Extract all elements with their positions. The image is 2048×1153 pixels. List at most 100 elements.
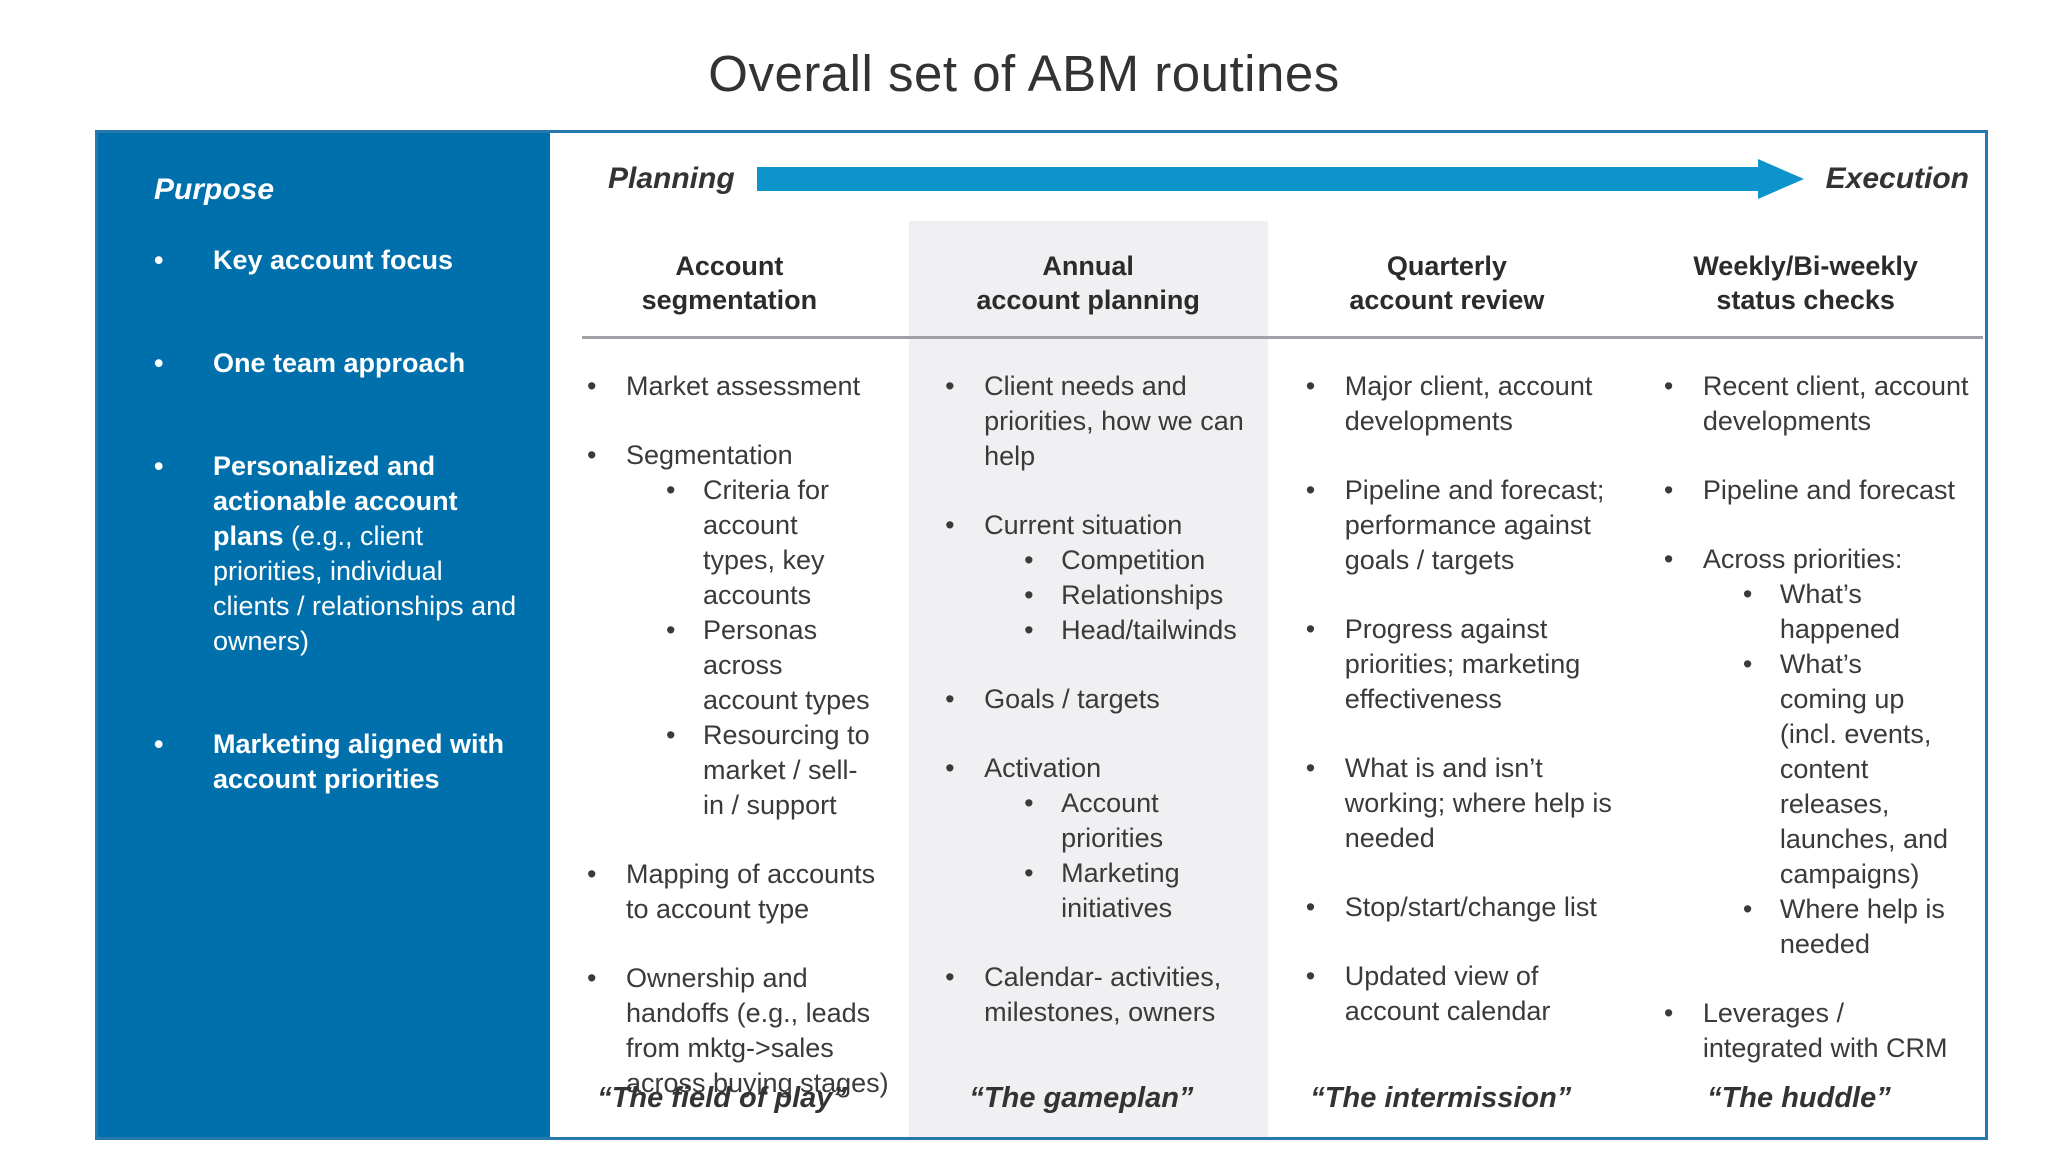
purpose-panel: Purpose Key account focus One team appro… <box>98 133 550 1137</box>
bullet-text: Mapping of accounts to account type <box>626 859 876 924</box>
bullet-text: Goals / targets <box>984 684 1160 714</box>
purpose-bullet: Key account focus <box>152 243 522 278</box>
bullet-item: Stop/start/change list <box>1269 890 1613 925</box>
sub-bullet-text: Criteria for account types, key accounts <box>703 475 830 610</box>
header-line: account planning <box>976 285 1200 315</box>
bullet-item: Pipeline and forecast <box>1627 473 1971 508</box>
header-line: Annual <box>1042 251 1134 281</box>
arrow-bar <box>756 167 1758 191</box>
sub-bullet-text: Where help is needed <box>1779 894 1945 959</box>
purpose-bullet-text: Marketing aligned with account prioritie… <box>213 729 505 794</box>
bullet-text: Stop/start/change list <box>1344 892 1597 922</box>
sub-bullet-text: What’s happened <box>1779 579 1900 644</box>
bullet-item: Activation Account priorities Marketing … <box>908 751 1255 926</box>
bullet-list: Market assessment Segmentation Criteria … <box>550 369 894 1101</box>
bullet-text: Across priorities: <box>1702 544 1903 574</box>
sub-bullet-text: Head/tailwinds <box>1061 615 1237 645</box>
bullet-text: Calendar- activities, milestones, owners <box>984 962 1222 1027</box>
sub-bullet-item: Criteria for account types, key accounts <box>626 473 894 613</box>
bullet-text: Pipeline and forecast <box>1702 475 1956 505</box>
bullet-item: Across priorities: What’s happened What’… <box>1627 542 1971 962</box>
purpose-heading: Purpose <box>154 173 275 206</box>
sub-bullet-list: Criteria for account types, key accounts… <box>626 473 894 823</box>
sub-bullet-text: Resourcing to market / sell-in / support <box>703 720 870 820</box>
column-header-annual-account-planning: Annual account planning <box>909 249 1268 317</box>
purpose-bullet: Personalized and actionable account plan… <box>152 449 522 659</box>
bullet-text: What is and isn’t working; where help is… <box>1344 753 1612 853</box>
column-header-weekly-status-checks: Weekly/Bi-weekly status checks <box>1626 249 1985 317</box>
header-line: segmentation <box>641 285 818 315</box>
column-weekly-status-checks: Recent client, account developments Pipe… <box>1627 369 1985 1137</box>
sub-bullet-list: What’s happened What’s coming up (incl. … <box>1703 577 1971 962</box>
purpose-bullet: Marketing aligned with account prioritie… <box>152 727 522 797</box>
bullet-item: Pipeline and forecast; performance again… <box>1269 473 1613 578</box>
header-line: account review <box>1349 285 1545 315</box>
column-annual-account-planning: Client needs and priorities, how we can … <box>908 369 1269 1137</box>
column-quote: “The gameplan” <box>969 1082 1194 1114</box>
bullet-text: Recent client, account developments <box>1702 371 1969 436</box>
bullet-text: Pipeline and forecast; performance again… <box>1344 475 1605 575</box>
purpose-bullet-text: Personalized and actionable account plan… <box>213 451 458 551</box>
sub-bullet-text: Account priorities <box>1061 788 1164 853</box>
bullet-item: Market assessment <box>550 369 894 404</box>
sub-bullet-item: Head/tailwinds <box>984 613 1255 648</box>
sub-bullet-text: Marketing initiatives <box>1061 858 1180 923</box>
bullet-item: Calendar- activities, milestones, owners <box>908 960 1255 1030</box>
bullet-item: Leverages / integrated with CRM <box>1627 996 1971 1066</box>
purpose-bullet-text: Key account focus <box>213 245 454 275</box>
bullet-item: Current situation Competition Relationsh… <box>908 508 1255 648</box>
sub-bullet-item: Account priorities <box>984 786 1255 856</box>
purpose-bullet-text: One team approach <box>213 348 466 378</box>
bullet-item: Goals / targets <box>908 682 1255 717</box>
sub-bullet-text: What’s coming up (incl. events, content … <box>1779 649 1948 889</box>
column-quote: “The intermission” <box>1310 1082 1572 1114</box>
header-divider-line <box>582 336 1983 339</box>
sub-bullet-item: What’s coming up (incl. events, content … <box>1703 647 1971 892</box>
bullet-item: Recent client, account developments <box>1627 369 1971 439</box>
sub-bullet-text: Personas across account types <box>703 615 870 715</box>
bullet-item: Segmentation Criteria for account types,… <box>550 438 894 823</box>
bullet-text: Major client, account developments <box>1344 371 1593 436</box>
bullet-text: Leverages / integrated with CRM <box>1702 998 1948 1063</box>
bullet-item: Mapping of accounts to account type <box>550 857 894 927</box>
sub-bullet-item: Personas across account types <box>626 613 894 718</box>
sub-bullet-text: Competition <box>1061 545 1206 575</box>
bullet-item: Progress against priorities; marketing e… <box>1269 612 1613 717</box>
purpose-bullet-detail: (e.g., client priorities, individual cli… <box>213 521 517 656</box>
bullet-item: Updated view of account calendar <box>1269 959 1613 1029</box>
header-line: status checks <box>1716 285 1895 315</box>
sub-bullet-item: Where help is needed <box>1703 892 1971 962</box>
sub-bullet-item: Competition <box>984 543 1255 578</box>
purpose-bullet: One team approach <box>152 346 522 381</box>
bullet-text: Current situation <box>984 510 1183 540</box>
purpose-bullet-list: Key account focus One team approach Pers… <box>152 243 522 797</box>
column-quote: “The huddle” <box>1707 1082 1891 1114</box>
sub-bullet-list: Account priorities Marketing initiatives <box>984 786 1255 926</box>
bullet-text: Updated view of account calendar <box>1344 961 1551 1026</box>
bullet-text: Ownership and handoffs (e.g., leads from… <box>626 963 889 1098</box>
routines-columns-area: Planning Execution Account segmentation … <box>550 133 1985 1137</box>
sub-bullet-list: Competition Relationships Head/tailwinds <box>984 543 1255 648</box>
column-account-segmentation: Market assessment Segmentation Criteria … <box>550 369 908 1137</box>
sub-bullet-item: Resourcing to market / sell-in / support <box>626 718 894 823</box>
sub-bullet-text: Relationships <box>1061 580 1224 610</box>
bullet-item: Major client, account developments <box>1269 369 1613 439</box>
flow-label-execution: Execution <box>1825 162 1969 195</box>
column-quote: “The field of play” <box>597 1082 847 1114</box>
sub-bullet-item: What’s happened <box>1703 577 1971 647</box>
bullet-list: Client needs and priorities, how we can … <box>908 369 1255 1030</box>
page-title: Overall set of ABM routines <box>708 45 1340 102</box>
header-line: Account <box>675 251 784 281</box>
bullet-text: Market assessment <box>626 371 861 401</box>
sub-bullet-item: Relationships <box>984 578 1255 613</box>
arrow-head <box>1757 159 1804 199</box>
routines-panel: Purpose Key account focus One team appro… <box>95 130 1988 1140</box>
bullet-list: Major client, account developments Pipel… <box>1269 369 1613 1029</box>
header-line: Weekly/Bi-weekly <box>1693 251 1918 281</box>
bullet-item: Ownership and handoffs (e.g., leads from… <box>550 961 894 1101</box>
bullet-text: Progress against priorities; marketing e… <box>1344 614 1581 714</box>
bullet-text: Segmentation <box>626 440 793 470</box>
header-line: Quarterly <box>1386 251 1507 281</box>
sub-bullet-item: Marketing initiatives <box>984 856 1255 926</box>
bullet-text: Activation <box>984 753 1102 783</box>
